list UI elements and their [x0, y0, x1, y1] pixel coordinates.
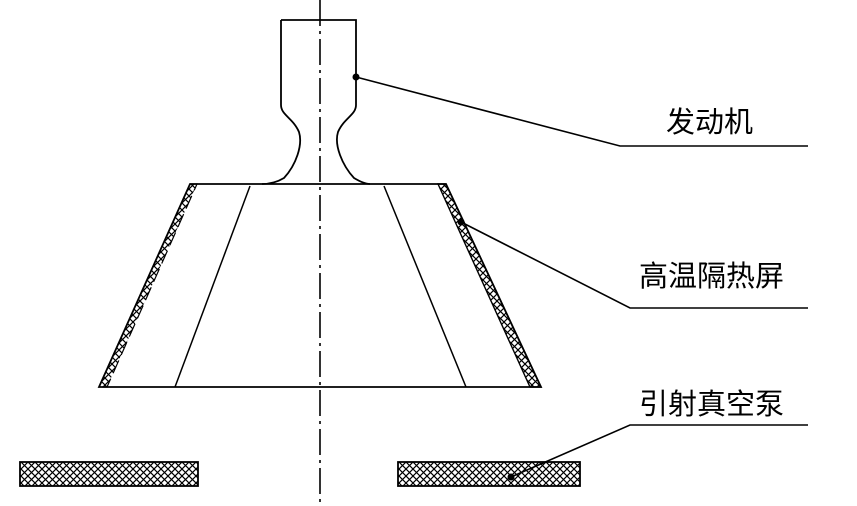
leader-line-engine	[355, 76, 808, 147]
engine-outline	[261, 19, 371, 185]
heat-shield-inner-line-right	[383, 185, 467, 388]
leader-line-heat-shield	[460, 221, 808, 309]
label-ejector-pump: 引射真空泵	[639, 387, 785, 421]
heat-shield-inner-line-left	[174, 185, 251, 388]
label-heat-shield: 高温隔热屏	[639, 259, 785, 293]
ejector-pump-block-right	[397, 461, 581, 487]
ejector-pump-block-left	[19, 461, 199, 487]
leader-line-ejector-pump	[510, 424, 808, 478]
heat-shield-wall-right	[436, 183, 543, 388]
heat-shield-wall-left	[98, 183, 198, 388]
label-engine: 发动机	[666, 105, 754, 139]
